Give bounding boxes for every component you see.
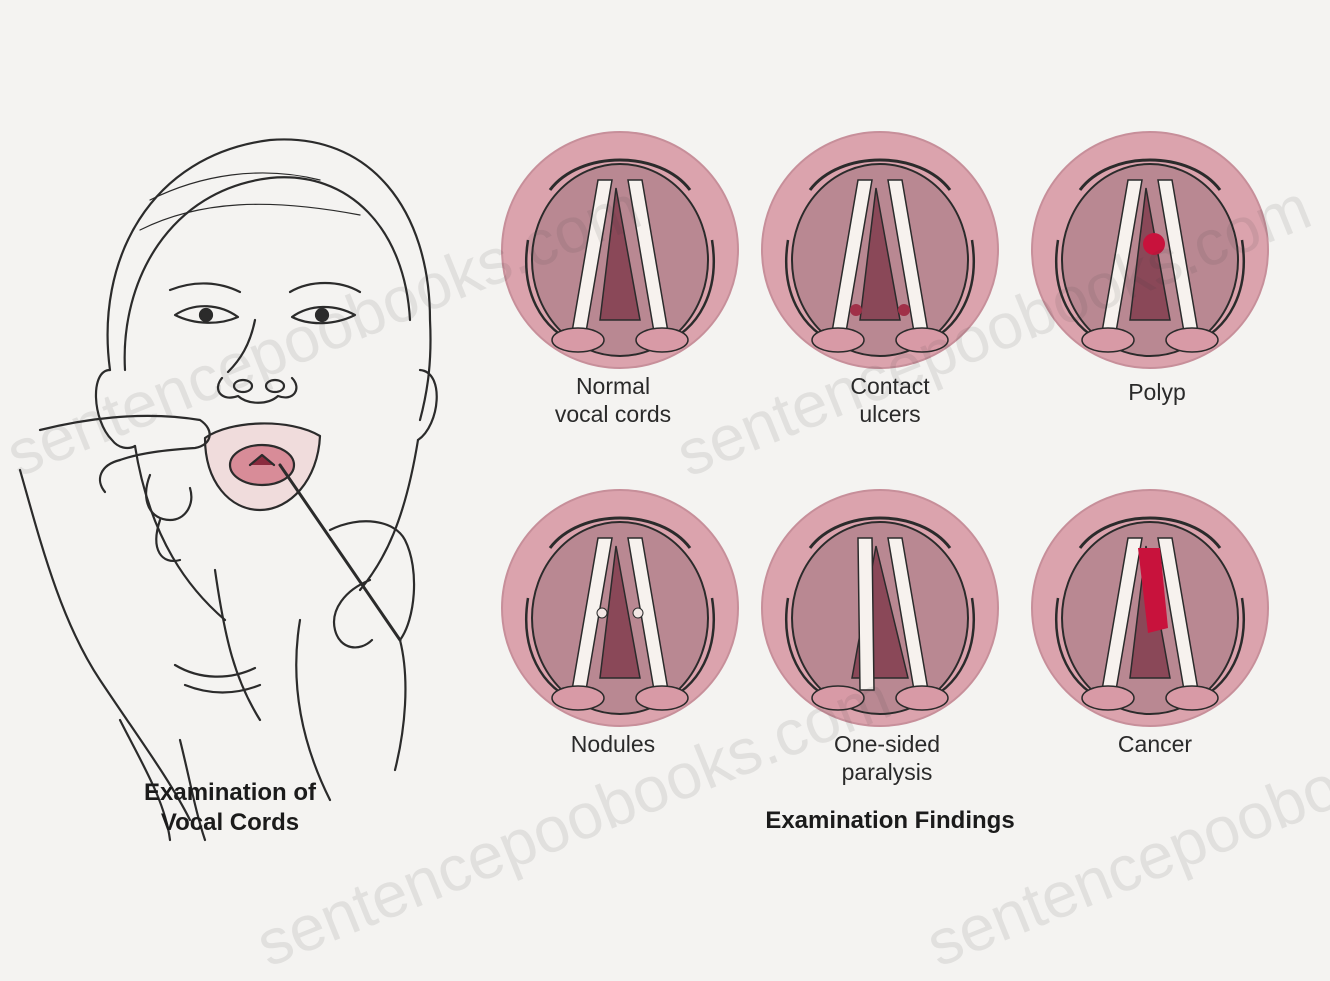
finding-cancer-view <box>1032 490 1268 726</box>
nodule-left <box>597 608 607 618</box>
finding-label-cancer: Cancer <box>1065 730 1245 758</box>
finding-label-normal: Normal vocal cords <box>523 372 703 428</box>
nodule-right <box>633 608 643 618</box>
ulcer-right <box>898 304 910 316</box>
finding-label-paralysis: One-sided paralysis <box>797 730 977 786</box>
finding-paralysis-view <box>762 490 998 726</box>
polyp-lesion <box>1143 233 1165 255</box>
finding-contact-ulcers-view <box>762 132 998 368</box>
head-outline <box>108 139 431 420</box>
nose <box>218 378 296 403</box>
finding-label-contact-ulcers: Contact ulcers <box>800 372 980 428</box>
right-panel-caption: Examination Findings <box>720 806 1060 836</box>
laryngeal-mirror <box>280 465 400 640</box>
left-caption-line2: Vocal Cords <box>100 808 360 838</box>
finding-polyp-view <box>1032 132 1268 368</box>
findings-grid <box>490 120 1320 760</box>
finding-label-nodules: Nodules <box>523 730 703 758</box>
vocal-cord-diagram: Examination of Vocal Cords Normal vocal … <box>0 0 1330 924</box>
finding-label-polyp: Polyp <box>1067 378 1247 406</box>
finding-normal-view <box>502 132 738 368</box>
left-caption-line1: Examination of <box>100 778 360 808</box>
ulcer-left <box>850 304 862 316</box>
finding-nodules-view <box>502 490 738 726</box>
left-panel-caption: Examination of Vocal Cords <box>100 778 360 838</box>
